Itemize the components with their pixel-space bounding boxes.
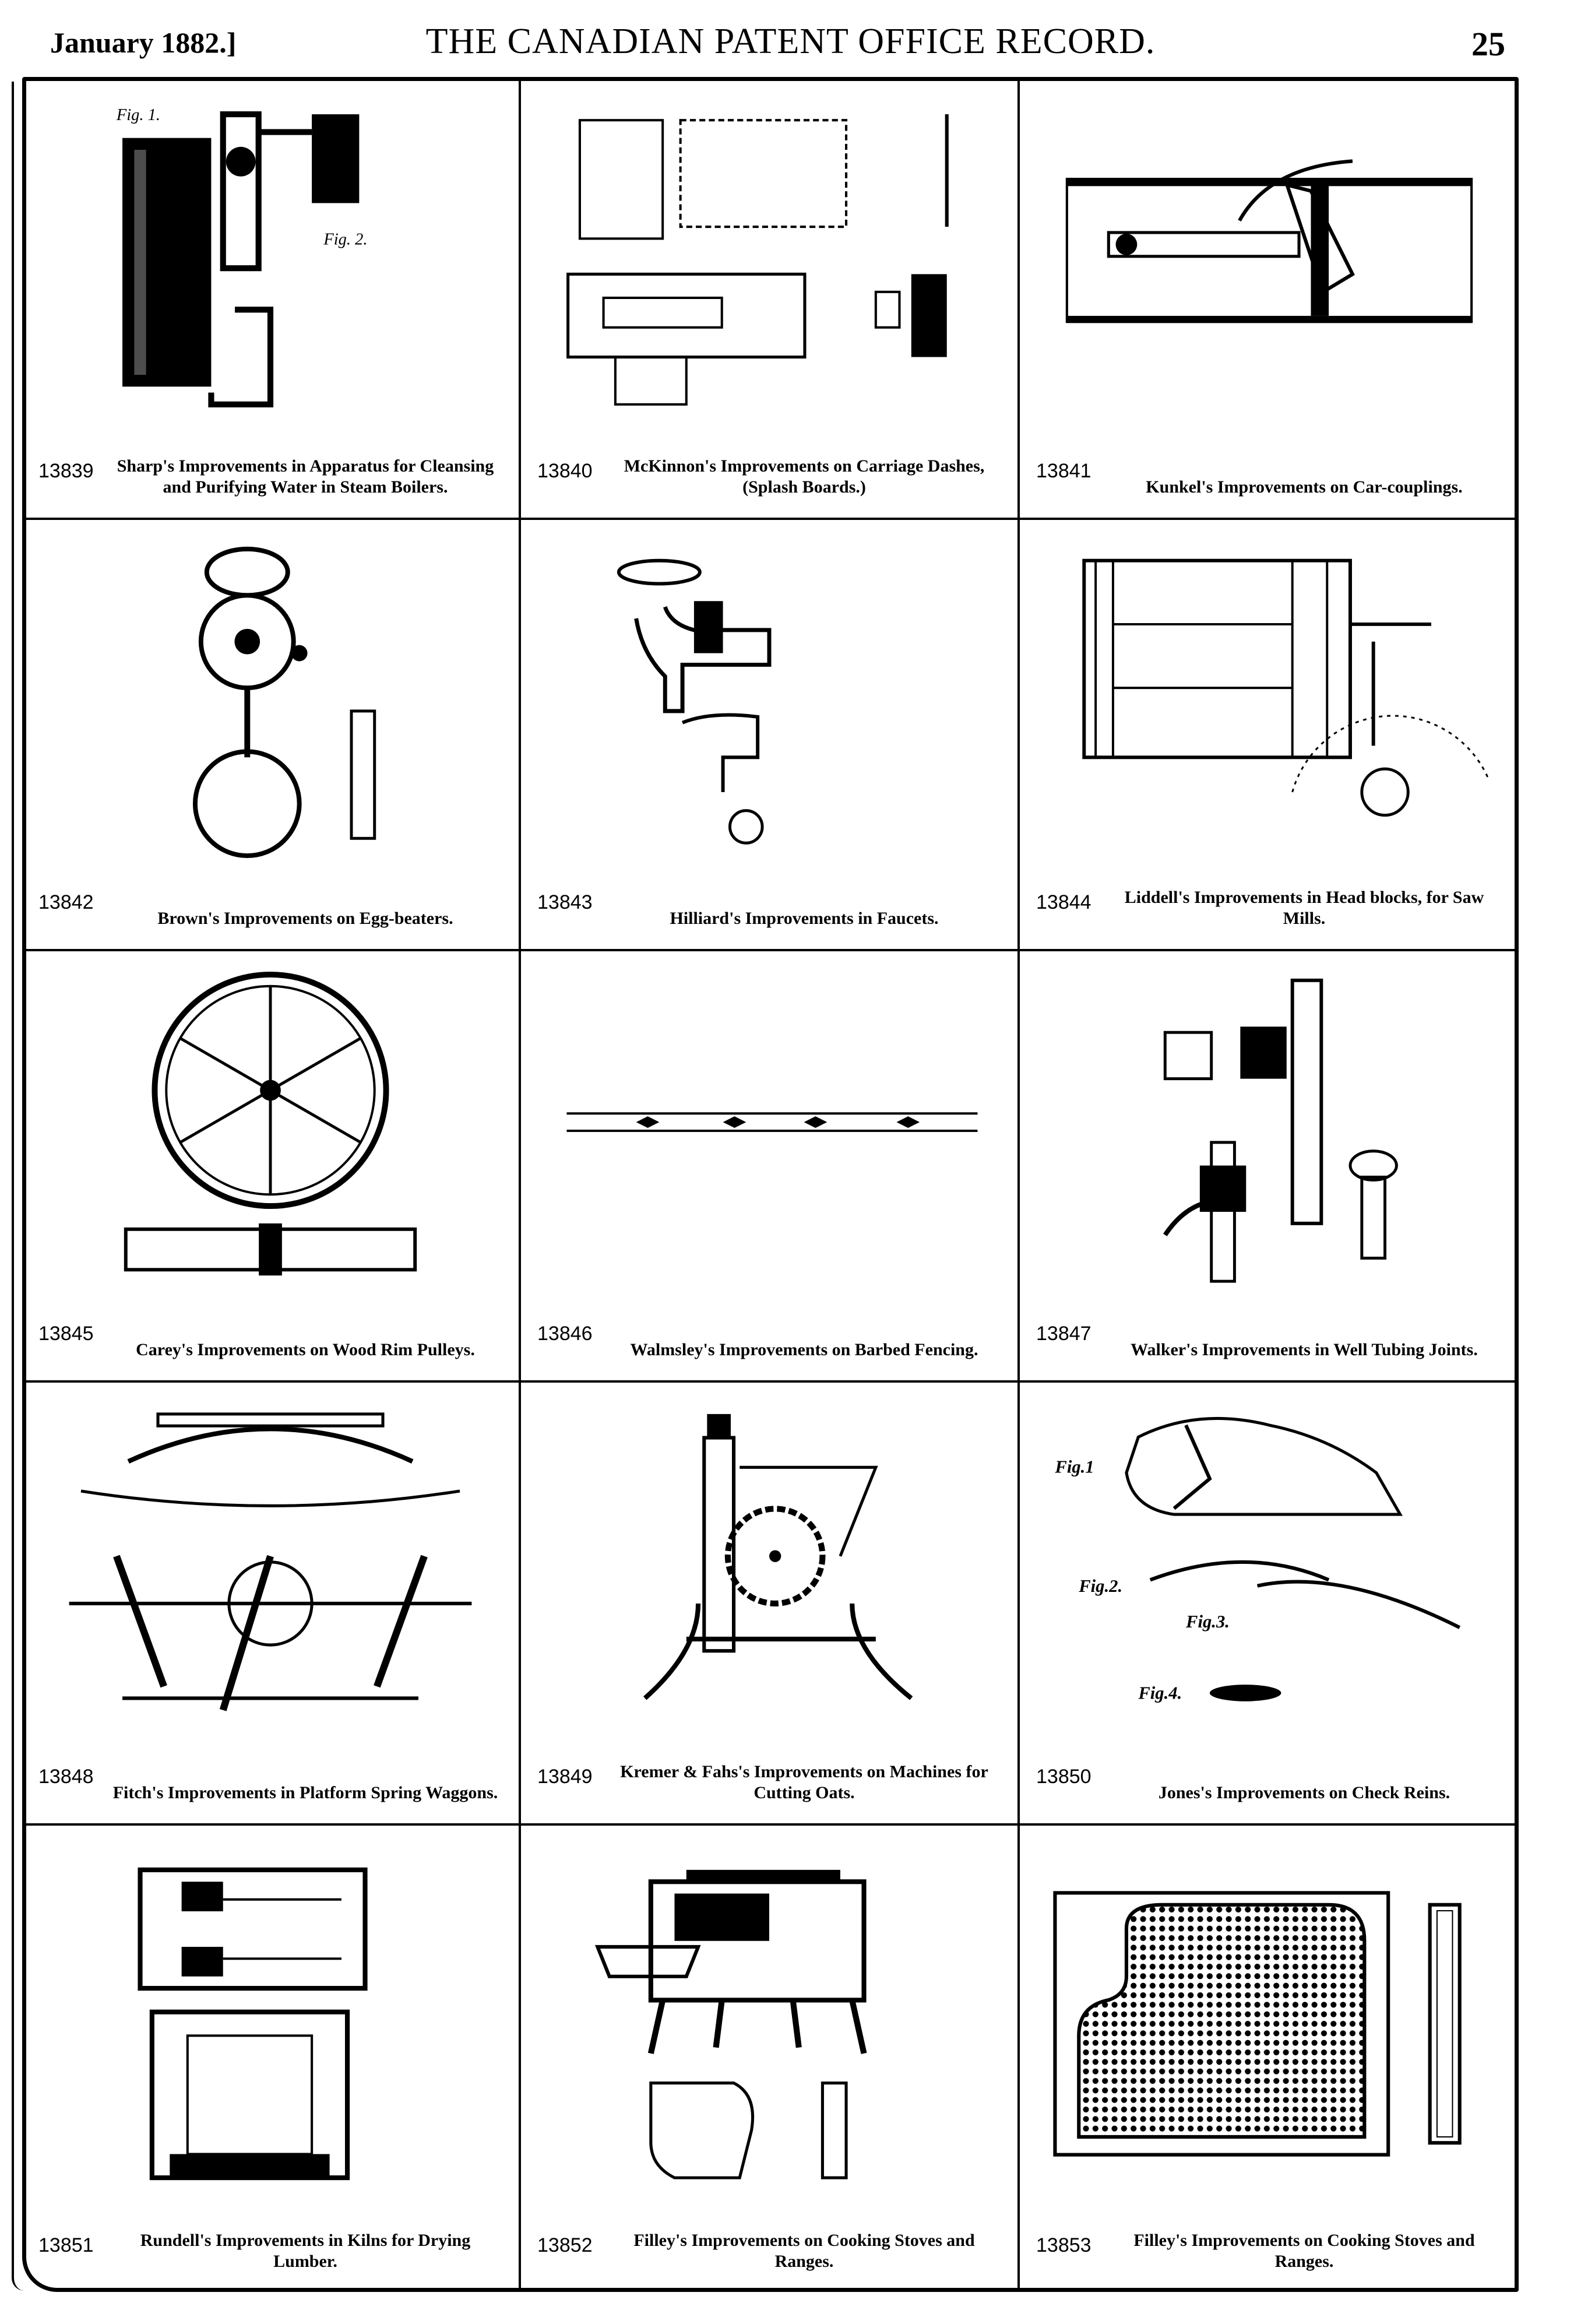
svg-text:Fig.4.: Fig.4. xyxy=(1138,1683,1182,1703)
patent-cell: Fig.1 Fig.2. Fig.3. Fig.4. 13850 Jones's… xyxy=(1020,1383,1519,1826)
patent-number: 13852 xyxy=(537,2234,593,2256)
patent-number: 13851 xyxy=(38,2234,94,2256)
patent-figure xyxy=(1043,969,1495,1293)
svg-text:Fig.3.: Fig.3. xyxy=(1185,1612,1230,1632)
patent-number: 13839 xyxy=(38,460,94,482)
patent-figure: Fig.1 Fig.2. Fig.3. Fig.4. xyxy=(1043,1400,1495,1736)
patent-cell: Fig. 1. Fig. 2. 13839 Sharp's Improvemen… xyxy=(22,77,521,520)
patent-caption: Filley's Improvements on Cooking Stoves … xyxy=(1133,2231,1475,2271)
patent-caption: Carey's Improvements on Wood Rim Pulleys… xyxy=(136,1340,475,1359)
patent-figure: Fig. 1. Fig. 2. xyxy=(45,94,495,430)
patent-caption: Jones's Improvements on Check Reins. xyxy=(1158,1783,1450,1802)
patent-figure xyxy=(45,537,495,862)
patent-caption: Kremer & Fahs's Improvements on Machines… xyxy=(620,1762,988,1802)
patent-cell: 13851 Rundell's Improvements in Kilns fo… xyxy=(22,1826,521,2292)
patent-number: 13840 xyxy=(537,460,593,482)
patent-number: 13850 xyxy=(1036,1766,1091,1788)
patent-figure xyxy=(544,969,994,1293)
patent-figure xyxy=(45,1400,495,1736)
patent-figure xyxy=(544,94,994,430)
issue-date: January 1882.] xyxy=(50,26,237,59)
patent-caption: Fitch's Improvements in Platform Spring … xyxy=(112,1783,498,1802)
patent-cell: 13840 McKinnon's Improvements on Carriag… xyxy=(521,77,1020,520)
patent-figure xyxy=(45,969,495,1293)
patent-cell: 13841 Kunkel's Improvements on Car-coupl… xyxy=(1020,77,1519,520)
patent-number: 13844 xyxy=(1036,891,1091,913)
patent-cell: 13849 Kremer & Fahs's Improvements on Ma… xyxy=(521,1383,1020,1826)
svg-text:Fig.1: Fig.1 xyxy=(1054,1457,1094,1477)
patent-cell: 13844 Liddell's Improvements in Head blo… xyxy=(1020,520,1519,951)
patent-figure xyxy=(1043,94,1495,430)
patent-cell: 13853 Filley's Improvements on Cooking S… xyxy=(1020,1826,1519,2292)
patent-cell: 13846 Walmsley's Improvements on Barbed … xyxy=(521,951,1020,1383)
patent-caption: Rundell's Improvements in Kilns for Dryi… xyxy=(140,2231,471,2271)
patent-number: 13853 xyxy=(1036,2234,1091,2256)
patent-grid: Fig. 1. Fig. 2. 13839 Sharp's Improvemen… xyxy=(22,77,1519,2292)
svg-text:Fig. 1.: Fig. 1. xyxy=(116,106,160,124)
patent-cell: 13852 Filley's Improvements on Cooking S… xyxy=(521,1826,1020,2292)
patent-number: 13847 xyxy=(1036,1323,1091,1345)
publication-title: THE CANADIAN PATENT OFFICE RECORD. xyxy=(425,22,1156,61)
patent-caption: Brown's Improvements on Egg-beaters. xyxy=(157,909,453,928)
patent-number: 13848 xyxy=(38,1766,94,1788)
patent-cell: 13843 Hilliard's Improvements in Faucets… xyxy=(521,520,1020,951)
patent-caption: McKinnon's Improvements on Carriage Dash… xyxy=(624,456,985,497)
patent-cell: 13848 Fitch's Improvements in Platform S… xyxy=(22,1383,521,1826)
patent-number: 13842 xyxy=(38,891,94,913)
patent-figure xyxy=(544,1843,994,2205)
page-curl-edge xyxy=(12,82,24,2291)
patent-cell: 13842 Brown's Improvements on Egg-beater… xyxy=(22,520,521,951)
svg-text:Fig.2.: Fig.2. xyxy=(1078,1576,1122,1596)
patent-number: 13843 xyxy=(537,891,593,913)
patent-number: 13846 xyxy=(537,1323,593,1345)
patent-figure xyxy=(544,537,994,862)
patent-figure xyxy=(1043,537,1495,862)
patent-figure xyxy=(544,1400,994,1736)
patent-cell: 13847 Walker's Improvements in Well Tubi… xyxy=(1020,951,1519,1383)
patent-grid-frame xyxy=(22,77,1519,2292)
patent-caption: Liddell's Improvements in Head blocks, f… xyxy=(1124,888,1484,928)
patent-caption: Walker's Improvements in Well Tubing Joi… xyxy=(1131,1340,1478,1359)
patent-number: 13845 xyxy=(38,1323,94,1345)
patent-cell: 13845 Carey's Improvements on Wood Rim P… xyxy=(22,951,521,1383)
patent-caption: Filley's Improvements on Cooking Stoves … xyxy=(633,2231,975,2271)
patent-figure xyxy=(1043,1843,1495,2205)
patent-caption: Kunkel's Improvements on Car-couplings. xyxy=(1146,477,1463,497)
page-header: January 1882.] THE CANADIAN PATENT OFFIC… xyxy=(0,8,1581,72)
patent-caption: Sharp's Improvements in Apparatus for Cl… xyxy=(117,456,494,497)
page-number: 25 xyxy=(1471,25,1505,63)
patent-caption: Walmsley's Improvements on Barbed Fencin… xyxy=(630,1340,978,1359)
patent-number: 13841 xyxy=(1036,460,1091,482)
patent-number: 13849 xyxy=(537,1766,593,1788)
svg-text:Fig. 2.: Fig. 2. xyxy=(323,231,367,249)
patent-caption: Hilliard's Improvements in Faucets. xyxy=(670,909,939,928)
patent-figure xyxy=(45,1843,495,2205)
